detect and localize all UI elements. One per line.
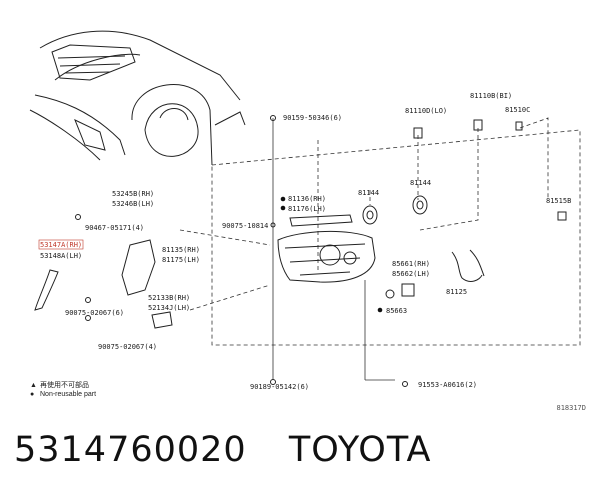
label-81515b: 81515B	[546, 197, 571, 205]
label-81136: 81136(RH)	[288, 195, 326, 203]
triangle-marker-icon: ▲	[30, 382, 37, 389]
label-91553: 91553-A0616(2)	[418, 381, 477, 389]
label-85663: 85663	[386, 307, 407, 315]
label-81175: 81175(LH)	[162, 256, 200, 264]
socket-85661	[401, 283, 415, 297]
vehicle-sketch	[29, 30, 246, 166]
label-81125: 81125	[446, 288, 467, 296]
label-90159: 90159-50346(6)	[283, 114, 342, 122]
wire-harness	[451, 249, 485, 282]
reference-code: 818317D	[556, 404, 586, 412]
callout-box	[211, 129, 581, 346]
parts-diagram: 90159-50346(6) 81110B(BI) 81110D(LO) 815…	[29, 30, 581, 391]
label-81110b: 81110B(BI)	[470, 92, 512, 100]
label-90075-02067-4: 90075-02067(4)	[98, 343, 157, 351]
label-53245b: 53245B(RH)	[112, 190, 154, 198]
bulbs	[413, 119, 567, 221]
label-81135: 81135(RH)	[162, 246, 200, 254]
label-81510c: 81510C	[505, 106, 530, 114]
label-81144-a: 81144	[358, 189, 379, 197]
label-53148a: 53148A(LH)	[40, 252, 82, 260]
label-90467: 90467-05171(4)	[85, 224, 144, 232]
label-90075-02067-6: 90075-02067(6)	[65, 309, 124, 317]
label-53246b: 53246B(LH)	[112, 200, 154, 208]
label-85661: 85661(RH)	[392, 260, 430, 268]
caption: 5314760020 TOYOTA	[14, 430, 431, 470]
bracket-53147a	[34, 269, 59, 311]
label-85662: 85662(LH)	[392, 270, 430, 278]
part-number: 5314760020	[14, 430, 247, 470]
bracket-53245b	[121, 239, 156, 296]
legend-non-reusable-jp: ▲再使用不可部品	[30, 382, 89, 389]
legend-non-reusable-en: ●Non-reusable part	[30, 391, 97, 398]
brand-name: TOYOTA	[288, 430, 432, 470]
label-81176: 81176(LH)	[288, 205, 326, 213]
label-81110d: 81110D(LO)	[405, 107, 447, 115]
headlamp-assembly	[277, 214, 376, 283]
label-90189: 90189-05142(6)	[250, 383, 309, 391]
non-reusable-markers	[280, 196, 383, 313]
caps-81144	[362, 195, 428, 225]
label-53147a: 53147A(RH)	[40, 241, 82, 249]
label-90075-10814: 90075-10814	[222, 222, 268, 230]
label-81144-b: 81144	[410, 179, 431, 187]
label-52134: 52134J(LH)	[148, 304, 190, 312]
label-52133: 52133B(RH)	[148, 294, 190, 302]
bracket-52133b	[151, 311, 173, 329]
bolts	[75, 115, 408, 387]
dot-marker-icon: ●	[30, 391, 35, 398]
